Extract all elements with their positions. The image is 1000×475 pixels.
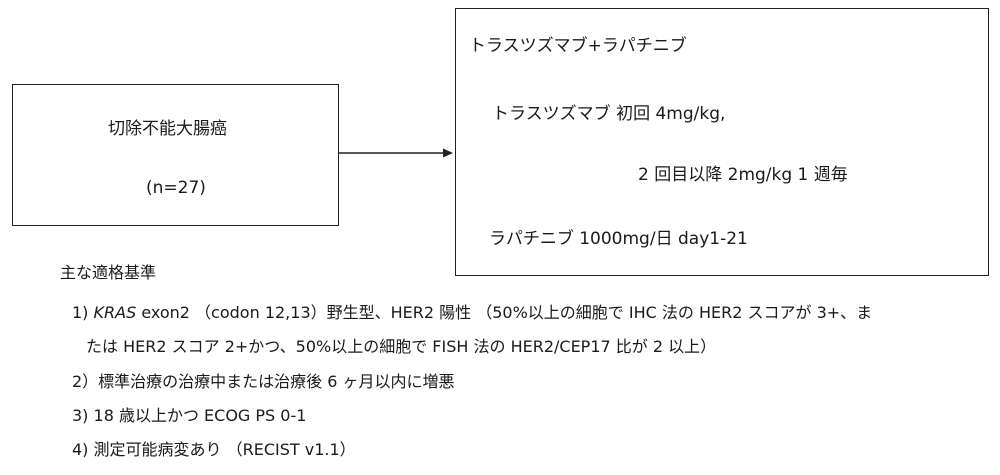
trastuzumab-dose-maintenance: 2 回目以降 2mg/kg 1 週毎 (638, 165, 848, 185)
criteria-heading: 主な適格基準 (60, 263, 157, 282)
trastuzumab-dose-initial: トラスツズマブ 初回 4mg/kg, (492, 104, 726, 124)
population-box: 切除不能大腸癌 (n=27) (12, 84, 339, 226)
criteria-item-1-text: exon2 （codon 12,13）野生型、HER2 陽性 （50%以上の細胞… (136, 303, 873, 322)
criteria-item-1: 1) KRAS exon2 （codon 12,13）野生型、HER2 陽性 （… (72, 303, 872, 323)
population-name: 切除不能大腸癌 (108, 119, 227, 139)
criteria-item-2: 2）標準治療の治療中または治療後 6 ヶ月以内に増悪 (72, 372, 455, 391)
criteria-item-4: 4) 測定可能病変あり （RECIST v1.1） (72, 440, 356, 459)
criteria-item-1-gene: KRAS (93, 303, 137, 322)
lapatinib-dose: ラパチニブ 1000mg/日 day1-21 (489, 229, 748, 249)
population-count: (n=27) (146, 178, 206, 198)
criteria-item-3: 3) 18 歳以上かつ ECOG PS 0-1 (72, 406, 307, 425)
treatment-regimen: トラスツズマブ+ラパチニブ (469, 36, 687, 56)
flow-arrow (339, 148, 453, 158)
criteria-item-1-number: 1) (72, 303, 89, 322)
criteria-item-1-continued: たは HER2 スコア 2+かつ、50%以上の細胞で FISH 法の HER2/… (86, 337, 717, 356)
treatment-box: トラスツズマブ+ラパチニブ トラスツズマブ 初回 4mg/kg, 2 回目以降 … (455, 8, 989, 276)
